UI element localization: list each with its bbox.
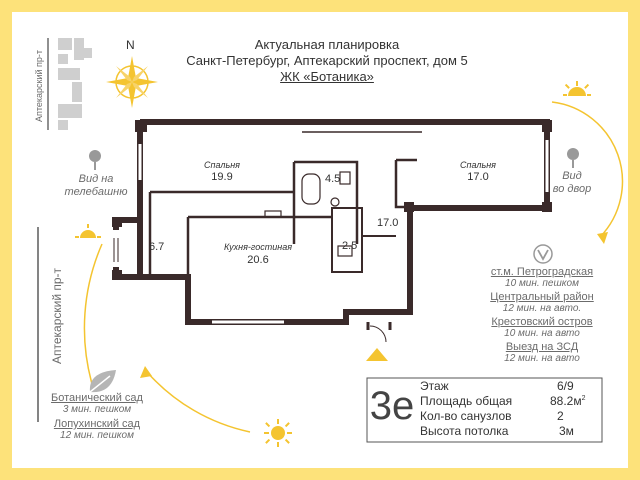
apartment-type-label: 3е bbox=[369, 384, 415, 428]
sun-icon-west bbox=[75, 224, 101, 238]
street-label-small: Аптекарский пр-т bbox=[34, 49, 44, 122]
room-bedroom-2-name: Спальня bbox=[460, 160, 496, 170]
floor-plan bbox=[112, 119, 552, 343]
metro-icon bbox=[533, 244, 553, 264]
park-1-detail: 3 мин. пешком bbox=[62, 404, 132, 415]
park-2-detail: 12 мин. пешком bbox=[60, 430, 134, 441]
sun-icon-south bbox=[264, 419, 292, 447]
info-row-area-sup: 2 bbox=[581, 395, 586, 402]
transport-item-1-title: ст.м. Петроградская bbox=[490, 266, 594, 278]
compass-north-label: N bbox=[126, 38, 135, 52]
room-kitchen-name: Кухня-гостиная bbox=[223, 242, 293, 252]
plan-sheet: Аптекарский пр-т N Актуальная планировка… bbox=[12, 12, 628, 468]
info-row-bathrooms: Кол-во санузлов 2 bbox=[420, 409, 600, 424]
park-2-title: Лопухинский сад bbox=[53, 418, 141, 430]
info-row-area: Площадь общая 88.2м2 bbox=[420, 394, 600, 409]
transport-item-3-detail: 10 мин. на авто bbox=[504, 328, 580, 339]
header-address: Санкт-Петербург, Аптекарский проспект, д… bbox=[186, 53, 468, 68]
room-bedroom-2-area: 17.0 bbox=[467, 171, 489, 183]
sun-arc-south bbox=[146, 371, 251, 433]
info-row-floor: Этаж 6/9 bbox=[420, 379, 600, 394]
room-wc-area: 2.5 bbox=[342, 240, 358, 252]
view-tv-line1: Вид на bbox=[78, 173, 114, 185]
entrance-marker-icon bbox=[366, 348, 388, 361]
sun-arc-west bbox=[83, 243, 103, 385]
room-loggia-area: 6.7 bbox=[149, 241, 165, 253]
view-yard-line2: во двор bbox=[552, 183, 592, 195]
building-silhouette bbox=[58, 38, 92, 130]
compass-rose bbox=[106, 56, 158, 108]
transport-item-2-title: Центральный район bbox=[490, 291, 594, 303]
view-tv-line2: телебашню bbox=[64, 186, 128, 198]
room-bedroom-1-name: Спальня bbox=[204, 160, 240, 170]
info-row-ceiling-value: 3м bbox=[559, 424, 574, 438]
info-row-area-label: Площадь общая bbox=[420, 394, 513, 408]
header-title: Актуальная планировка bbox=[254, 37, 400, 52]
transport-item-4-title: Выезд на ЗСД bbox=[505, 341, 579, 353]
transport-item-2-detail: 12 мин. на авто. bbox=[502, 303, 582, 314]
room-bathroom-area: 4.5 bbox=[325, 173, 341, 185]
room-kitchen-area: 20.6 bbox=[247, 254, 269, 266]
info-row-floor-value: 6/9 bbox=[557, 379, 574, 393]
plan-graphics bbox=[37, 38, 624, 447]
info-row-ceiling: Высота потолка 3м bbox=[420, 424, 600, 439]
sun-arc-east bbox=[551, 101, 624, 238]
view-yard-line1: Вид bbox=[562, 170, 582, 182]
room-bedroom-1-area: 19.9 bbox=[211, 171, 233, 183]
street-label-large: Аптекарский пр-т bbox=[50, 267, 64, 364]
info-row-bathrooms-value: 2 bbox=[557, 409, 564, 423]
sun-arc-arrow-south bbox=[140, 366, 152, 378]
info-row-floor-label: Этаж bbox=[420, 379, 449, 393]
info-row-bathrooms-label: Кол-во санузлов bbox=[420, 409, 512, 423]
info-table-border bbox=[366, 377, 603, 443]
info-row-area-value: 88.2м2 bbox=[550, 394, 586, 408]
sun-arc-arrow-east bbox=[597, 232, 608, 244]
view-pin-icon-tv bbox=[89, 150, 101, 170]
info-row-area-number: 88.2м bbox=[550, 394, 582, 408]
transport-item-3-title: Крестовский остров bbox=[491, 316, 593, 328]
sun-icon-east bbox=[563, 81, 591, 96]
info-row-ceiling-label: Высота потолка bbox=[420, 424, 509, 438]
park-1-title: Ботанический сад bbox=[51, 392, 143, 404]
leaf-icon bbox=[89, 370, 116, 393]
transport-item-1-detail: 10 мин. пешком bbox=[505, 278, 579, 289]
view-pin-icon-yard bbox=[567, 148, 579, 168]
room-hall-area: 17.0 bbox=[377, 217, 399, 229]
info-table: Этаж 6/9 Площадь общая 88.2м2 Кол-во сан… bbox=[420, 379, 600, 439]
transport-item-4-detail: 12 мин. на авто bbox=[504, 353, 580, 364]
header-complex: ЖК «Ботаника» bbox=[280, 69, 374, 84]
